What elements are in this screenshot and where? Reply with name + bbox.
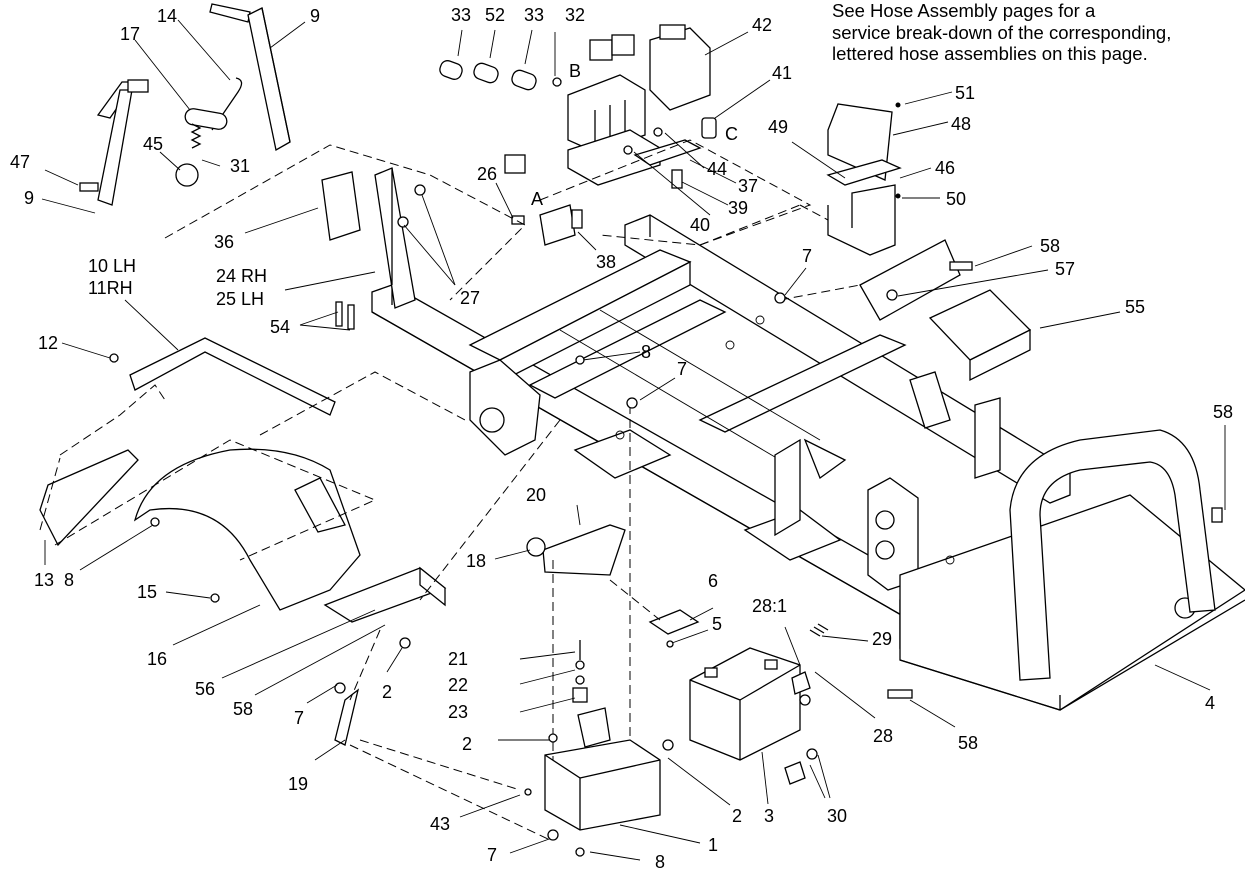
side-brackets xyxy=(321,167,426,330)
callout-50: 50 xyxy=(946,189,966,209)
callout-8-bottom: 8 xyxy=(655,852,665,872)
callout-18: 18 xyxy=(466,551,486,571)
callout-46: 46 xyxy=(935,158,955,178)
callout-4: 4 xyxy=(1205,693,1215,713)
callout-24-rh: 24 RH xyxy=(216,266,267,286)
callout-33-right: 33 xyxy=(524,5,544,25)
callout-37: 37 xyxy=(738,176,758,196)
callout-12: 12 xyxy=(38,333,58,353)
callout-22: 22 xyxy=(448,675,468,695)
callout-58-bottom: 58 xyxy=(958,733,978,753)
callout-7-bottom: 7 xyxy=(487,845,497,865)
callout-8-left: 8 xyxy=(64,570,74,590)
callout-2-right: 2 xyxy=(732,806,742,826)
callout-38: 38 xyxy=(596,252,616,272)
callout-31: 31 xyxy=(230,156,250,176)
callout-13: 13 xyxy=(34,570,54,590)
hose-label-C: C xyxy=(725,124,738,144)
callout-58-upper: 58 xyxy=(1040,236,1060,256)
callout-39: 39 xyxy=(728,198,748,218)
callout-54: 54 xyxy=(270,317,290,337)
callout-51: 51 xyxy=(955,83,975,103)
callout-20: 20 xyxy=(526,485,546,505)
callout-9-left: 9 xyxy=(24,188,34,208)
callout-19: 19 xyxy=(288,774,308,794)
callout-45: 45 xyxy=(143,134,163,154)
callout-41: 41 xyxy=(772,63,792,83)
hose-label-B: B xyxy=(569,61,581,81)
callout-43: 43 xyxy=(430,814,450,834)
callout-2-mid: 2 xyxy=(462,734,472,754)
fender-assembly xyxy=(39,337,447,746)
callout-28: 28 xyxy=(873,726,893,746)
valve-assembly xyxy=(439,24,717,246)
hose-label-A: A xyxy=(531,189,543,209)
hardware xyxy=(210,292,1223,857)
callout-21: 21 xyxy=(448,649,468,669)
callout-1: 1 xyxy=(708,835,718,855)
callout-49: 49 xyxy=(768,117,788,137)
callout-7-mid: 7 xyxy=(677,359,687,379)
callout-15: 15 xyxy=(137,582,157,602)
main-frame xyxy=(371,214,1245,711)
note-line-2: service break-down of the corresponding, xyxy=(832,21,1172,43)
callout-25-lh: 25 LH xyxy=(216,289,264,309)
callout-17: 17 xyxy=(120,24,140,44)
callout-7-left: 7 xyxy=(294,708,304,728)
battery-box xyxy=(526,524,829,831)
callout-7-upper: 7 xyxy=(802,246,812,266)
upper-right-brackets xyxy=(826,102,902,256)
callout-32: 32 xyxy=(565,5,585,25)
tray-and-bracket xyxy=(859,239,1032,382)
callout-57: 57 xyxy=(1055,259,1075,279)
callout-44: 44 xyxy=(707,159,727,179)
callout-58-lower: 58 xyxy=(233,699,253,719)
callout-36: 36 xyxy=(214,232,234,252)
callout-29: 29 xyxy=(872,629,892,649)
callout-16: 16 xyxy=(147,649,167,669)
callout-52: 52 xyxy=(485,5,505,25)
callout-26: 26 xyxy=(477,164,497,184)
callout-42: 42 xyxy=(752,15,772,35)
callout-47: 47 xyxy=(10,152,30,172)
callout-labels: 14 9 33 52 33 32 42 41 17 B C 51 48 49 4… xyxy=(10,5,1233,872)
alignment-lines xyxy=(39,139,861,841)
callout-6: 6 xyxy=(708,571,718,591)
callout-55: 55 xyxy=(1125,297,1145,317)
callout-28-1: 28:1 xyxy=(752,596,787,616)
callout-58-right: 58 xyxy=(1213,402,1233,422)
leader-lines xyxy=(41,19,1226,861)
callout-30: 30 xyxy=(827,806,847,826)
callout-48: 48 xyxy=(951,114,971,134)
callout-56: 56 xyxy=(195,679,215,699)
callout-11-rh: 11RH xyxy=(88,278,133,298)
callout-23: 23 xyxy=(448,702,468,722)
callout-40: 40 xyxy=(690,215,710,235)
callout-33-left: 33 xyxy=(451,5,471,25)
note-line-3: lettered hose assemblies on this page. xyxy=(832,43,1148,64)
callout-10-lh: 10 LH xyxy=(88,256,136,276)
note-line-1: See Hose Assembly pages for a xyxy=(832,0,1096,21)
callout-27: 27 xyxy=(460,288,480,308)
callout-5: 5 xyxy=(712,614,722,634)
callout-2-upper: 2 xyxy=(382,682,392,702)
callout-9-top: 9 xyxy=(310,6,320,26)
control-levers xyxy=(79,3,291,206)
callout-8-upper: 8 xyxy=(641,342,651,362)
callout-3: 3 xyxy=(764,806,774,826)
hose-assembly-note: See Hose Assembly pages for a service br… xyxy=(832,0,1237,65)
callout-14: 14 xyxy=(157,6,177,26)
